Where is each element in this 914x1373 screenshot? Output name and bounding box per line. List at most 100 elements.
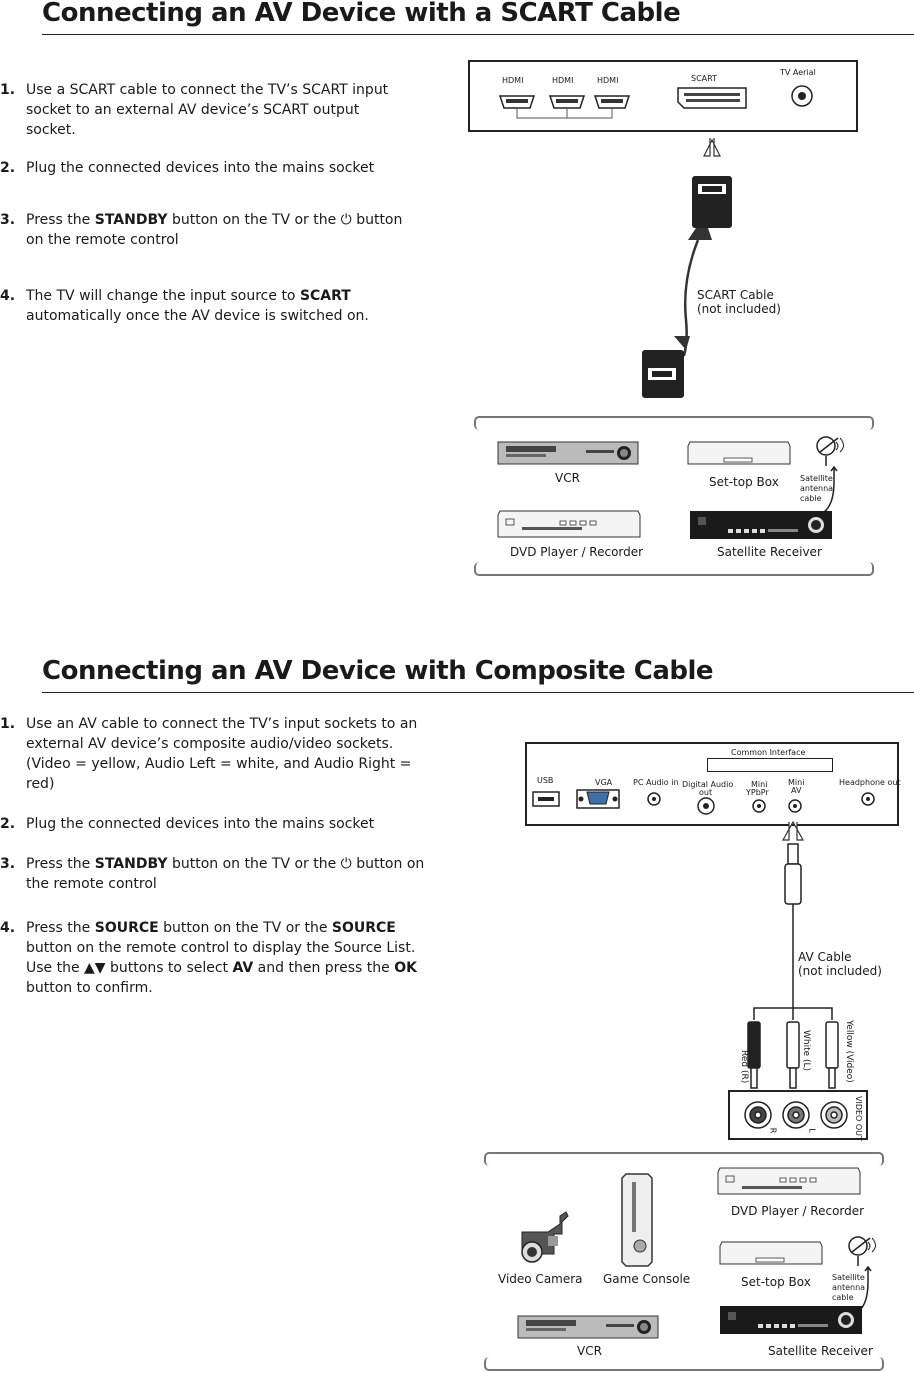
av-cable-label-2: (not included) (798, 964, 882, 978)
scart-label: SCART (691, 74, 717, 83)
satellite-receiver-icon (690, 511, 832, 539)
step-number: 4. (0, 288, 16, 304)
digital-audio-label-2: out (699, 788, 713, 797)
satellite-receiver-icon-2 (720, 1306, 862, 1334)
step-number: 3. (0, 212, 16, 228)
step-text-bold: AV (232, 960, 254, 976)
sat-cable-label-3: cable (800, 494, 822, 503)
aerial-port-icon (791, 85, 813, 107)
instruction-step: 2. Plug the connected devices into the ma… (0, 158, 410, 178)
instruction-step: 3. Press the STANDBY button on the TV or … (0, 210, 410, 250)
sat-cable-label-2-1: Satellite (832, 1273, 865, 1282)
hdmi1-label: HDMI (502, 76, 524, 85)
aerial-label: TV Aerial (780, 68, 816, 77)
step-text-bold: STANDBY (94, 856, 168, 872)
dvd-player-label: DVD Player / Recorder (510, 545, 644, 559)
scart-cable-label: SCART Cable (697, 288, 774, 302)
step-number: 2. (0, 160, 16, 176)
video-out-label: VIDEO OUT (854, 1096, 863, 1141)
section2-title: Connecting an AV Device with Composite C… (42, 656, 714, 686)
step-text-part: button on the TV or the ⏻ button on the … (26, 212, 403, 248)
step-text-part: Press the (26, 212, 95, 228)
dvd-player-label-2: DVD Player / Recorder (731, 1204, 865, 1218)
set-top-box-icon-2 (719, 1241, 823, 1265)
instruction-step: 2. Plug the connected devices into the ma… (0, 814, 430, 834)
step-text-part: Press the (26, 856, 95, 872)
game-console-icon (621, 1173, 653, 1267)
step-number: 3. (0, 856, 16, 872)
tv-panel-composite: Common Interface USB VGA PC Audio in Dig… (525, 742, 901, 826)
headphone-label: Headphone out (839, 778, 901, 787)
instruction-step: 1. Use an AV cable to connect the TV’s in… (0, 714, 430, 794)
step-text-part: Use a SCART cable to connect the TV’s SC… (26, 82, 389, 138)
hdmi3-label: HDMI (597, 76, 619, 85)
vcr-label-2: VCR (577, 1344, 602, 1358)
instruction-step: 4.Press the SOURCE button on the TV or t… (0, 918, 430, 998)
step-number: 1. (0, 82, 16, 98)
step-number: 1. (0, 716, 16, 732)
scart-port-icon (677, 87, 747, 109)
step-text-part: button on the remote control to display … (26, 940, 416, 976)
step-text: Use an AV cable to connect the TV’s inpu… (26, 714, 430, 794)
instruction-step: 4. The TV will change the input source to… (0, 286, 410, 326)
mini-ypbpr-label: Mini (751, 780, 768, 789)
devices2-bracket-bottom (484, 1357, 884, 1371)
vcr-label: VCR (555, 471, 580, 485)
instruction-step: 1. Use a SCART cable to connect the TV’s … (0, 80, 410, 140)
section2-rule (42, 692, 914, 693)
instruction-step: 3. Press the STANDBY button on the TV or … (0, 854, 430, 894)
sat-cable-label-2-2: antenna (832, 1283, 866, 1292)
satellite-dish-icon-2 (848, 1236, 876, 1313)
step-text-part: automatically once the AV device is swit… (26, 308, 369, 324)
dvd-player-icon-2 (717, 1167, 861, 1195)
plug-white-label: White (L) (801, 1030, 811, 1072)
devices-bracket-top (474, 416, 874, 430)
step-text-part: Plug the connected devices into the main… (26, 160, 375, 176)
step-text: Plug the connected devices into the main… (26, 158, 410, 178)
common-interface-label: Common Interface (731, 748, 806, 757)
av-cable-icon (747, 820, 839, 1089)
mini-ypbpr-label-2: YPbPr (746, 788, 769, 797)
video-out-r-label: R (768, 1127, 778, 1134)
plug-yellow-label: Yellow (Video) (844, 1020, 854, 1083)
common-interface-slot (707, 758, 833, 772)
video-out-panel: R L VIDEO OUT (728, 1090, 868, 1141)
step-text: The TV will change the input source to S… (26, 286, 410, 326)
sat-cable-label-1: Satellite (800, 474, 833, 483)
step-text-bold: SOURCE (94, 920, 159, 936)
video-camera-label: Video Camera (498, 1272, 583, 1286)
step-text-bold: STANDBY (94, 212, 168, 228)
usb-label: USB (537, 776, 554, 785)
step-text: Press the STANDBY button on the TV or th… (26, 854, 430, 894)
pc-audio-label: PC Audio in (633, 778, 679, 787)
composite-ports-icon (532, 789, 875, 815)
video-out-l-label: L (807, 1128, 817, 1133)
mini-av-label-2: AV (791, 786, 802, 795)
satellite-receiver-label: Satellite Receiver (717, 545, 822, 559)
step-text-bold: OK (394, 960, 417, 976)
step-text-bold: SOURCE (331, 920, 396, 936)
set-top-box-icon (687, 441, 791, 465)
set-top-box-label-2: Set-top Box (741, 1275, 811, 1289)
step-text-part: The TV will change the input source to (26, 288, 300, 304)
step-text: Plug the connected devices into the main… (26, 814, 430, 834)
step-text-bold: SCART (299, 288, 351, 304)
game-console-label: Game Console (603, 1272, 691, 1286)
satellite-receiver-label-2: Satellite Receiver (768, 1344, 873, 1358)
step-text-part: button to confirm. (26, 980, 153, 996)
step-text-part: Plug the connected devices into the main… (26, 816, 375, 832)
scart-cable-label-2: (not included) (697, 302, 781, 316)
vga-label: VGA (595, 778, 613, 787)
step-number: 2. (0, 816, 16, 832)
dvd-player-icon (497, 510, 641, 538)
devices2-bracket-top (484, 1152, 884, 1166)
vcr-icon-2 (517, 1315, 659, 1339)
sat-cable-label-2-3: cable (832, 1293, 854, 1302)
video-out-sockets-icon (744, 1101, 848, 1129)
vcr-icon (497, 441, 639, 465)
satellite-dish-icon (816, 436, 844, 513)
scart-cable-icon (642, 138, 732, 398)
step-text: Press the SOURCE button on the TV or the… (26, 918, 430, 998)
step-text: Use a SCART cable to connect the TV’s SC… (26, 80, 410, 140)
step-text-part: button on the TV or the (158, 920, 332, 936)
